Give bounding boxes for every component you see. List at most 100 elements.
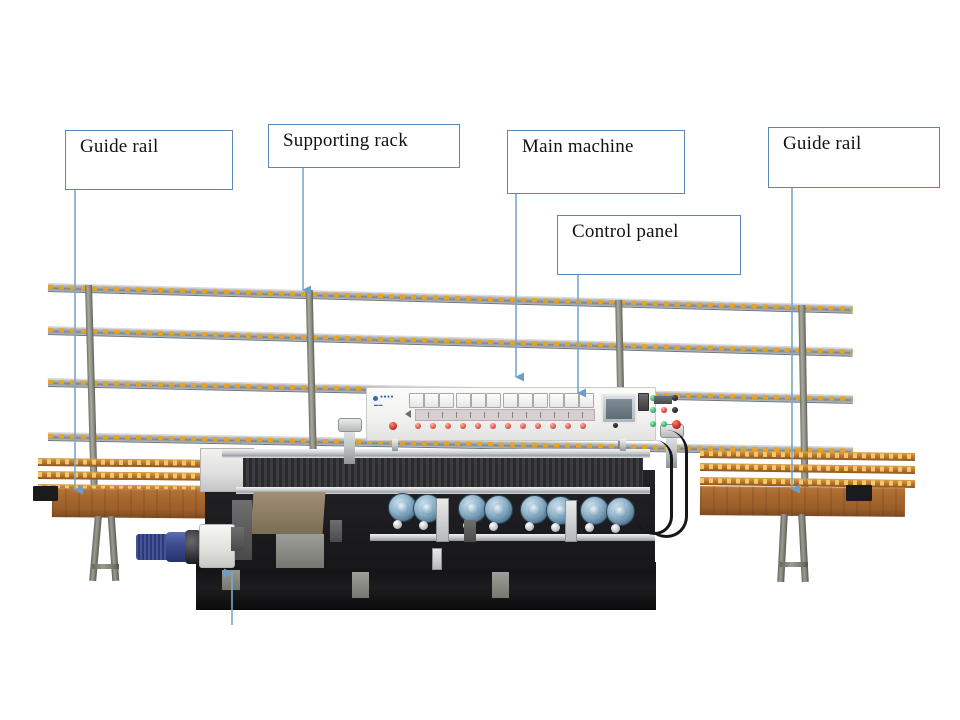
callout-label-main-machine: Main machine [522,136,634,157]
right-guide-leg-b [798,513,809,583]
hydraulic-hose-1 [645,430,688,538]
left-guide-leg-a [89,515,102,582]
panel-right-lamp-green-3[interactable] [650,421,656,427]
right-guide-roller-bar-1 [699,450,916,462]
callout-label-guide-rail-left: Guide rail [80,136,159,157]
panel-lamp-5[interactable] [475,423,481,429]
callout-guide-rail-left[interactable]: Guide rail [65,130,233,190]
hmi-touchscreen[interactable] [601,394,637,424]
machine-pillar-left-head [338,418,362,432]
machine-left-panel [276,534,324,568]
hydraulic-hose-2 [636,440,673,535]
panel-right-lamp-green-2[interactable] [650,407,656,413]
right-guide-endcap [846,485,872,501]
panel-lamp-9[interactable] [535,423,541,429]
panel-lamp-6[interactable] [490,423,496,429]
panel-right-lamp-red-2[interactable] [661,407,667,413]
callout-label-supporting-rack: Supporting rack [283,130,408,151]
panel-button-7[interactable] [503,393,518,408]
spindle-nut-7 [585,523,594,532]
machine-pillar-left [344,424,355,464]
machine-base [196,562,656,610]
panel-selector-switch[interactable] [638,393,649,411]
panel-button-4[interactable] [456,393,471,408]
left-guide-endcap [33,486,58,501]
panel-lamp-3[interactable] [445,423,451,429]
drive-terminal-box [231,527,244,551]
panel-mount-right [620,439,626,451]
panel-lamp-2[interactable] [430,423,436,429]
panel-button-11[interactable] [564,393,579,408]
panel-lamp-10[interactable] [550,423,556,429]
panel-lamp-7[interactable] [505,423,511,429]
panel-button-1[interactable] [409,393,424,408]
rack-rail-level-2 [47,326,853,357]
panel-button-2[interactable] [424,393,439,408]
left-guide-leg-cross [92,564,119,569]
spindle-nut-4 [489,522,498,531]
control-panel[interactable]: ●●●● ▬▬ [366,387,681,441]
right-guide-roller-bar-2 [699,463,916,475]
callout-control-panel[interactable]: Control panel [557,215,741,275]
spindle-8 [606,497,635,526]
brand-logo-text: ●●●● [380,394,395,400]
callout-guide-rail-right[interactable]: Guide rail [768,127,940,188]
panel-right-lamp-black-2[interactable] [672,407,678,413]
panel-right-lamp-green-1[interactable] [650,395,656,401]
limit-switch-left [330,520,342,542]
panel-button-5[interactable] [471,393,486,408]
right-guide-table [699,486,906,517]
panel-button-9[interactable] [533,393,548,408]
spindle-nut-5 [525,522,534,531]
panel-emergency-stop[interactable] [672,420,681,429]
panel-button-12[interactable] [579,393,594,408]
base-foot-right [492,572,509,598]
panel-lamp-stop[interactable] [389,422,397,430]
emergency-valve [432,548,442,570]
panel-button-6[interactable] [486,393,501,408]
panel-lamp-12[interactable] [580,423,586,429]
drive-motor-fins [136,534,169,560]
drive-pulley [185,530,201,564]
right-guide-leg-a [777,513,788,583]
panel-button-3[interactable] [439,393,454,408]
panel-lamp-8[interactable] [520,423,526,429]
machine-lower-steel-rail [236,487,650,494]
brand-model-text: ▬▬ [374,402,383,407]
spindle-7 [580,496,609,525]
panel-button-8[interactable] [518,393,533,408]
callout-supporting-rack[interactable]: Supporting rack [268,124,460,168]
coolant-valve-b [565,500,577,542]
panel-right-lamp-black-1[interactable] [672,395,678,401]
spindle-3 [458,494,487,523]
machine-top-steel-rail [222,449,650,458]
spindle-5 [520,495,549,524]
panel-button-10[interactable] [549,393,564,408]
machine-conveyor-belt [243,458,643,488]
left-guide-leg-b [107,515,120,582]
panel-lamp-11[interactable] [565,423,571,429]
spindle-nut-6 [551,523,560,532]
coolant-manifold-pipe [370,534,655,541]
panel-right-lamp-green-4[interactable] [661,421,667,427]
hmi-status-lamp[interactable] [613,423,618,428]
rack-post-1 [84,284,99,501]
panel-side-connector [654,396,672,404]
drive-gearbox [199,524,235,568]
spindle-nut-8 [611,524,620,533]
spindle-4 [484,495,513,524]
spindle-nut-1 [393,520,402,529]
drive-motor [166,532,188,562]
panel-lamp-1[interactable] [415,423,421,429]
brand-logo-icon [373,396,378,401]
panel-lamp-4[interactable] [460,423,466,429]
callout-label-guide-rail-right: Guide rail [783,133,862,154]
spindle-nut-2 [419,521,428,530]
machine-left-pad [250,492,326,534]
callout-main-machine[interactable]: Main machine [507,130,685,194]
base-foot-mid [352,572,369,598]
coolant-valve-a [436,498,449,542]
callout-label-control-panel: Control panel [572,221,679,242]
right-guide-leg-cross [780,562,808,567]
